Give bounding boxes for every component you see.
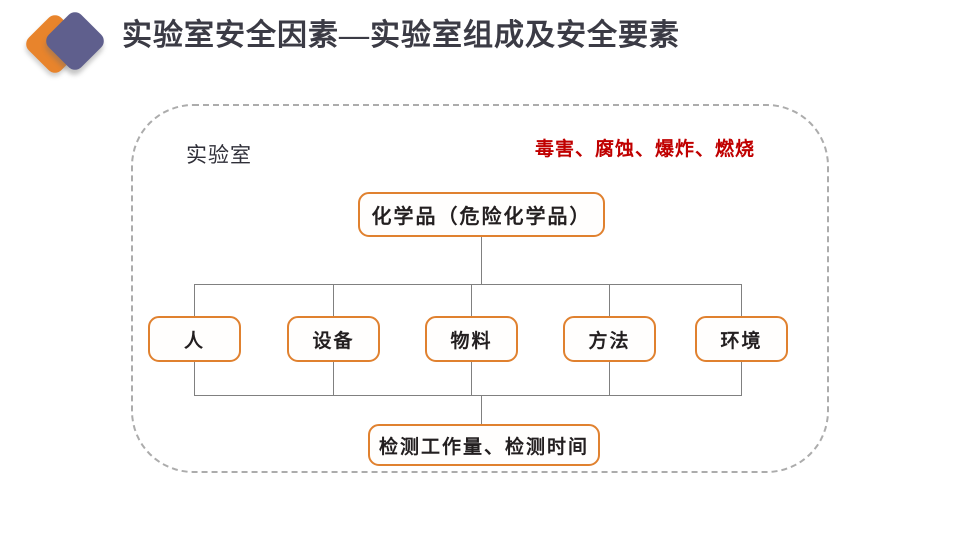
page-title: 实验室安全因素—实验室组成及安全要素	[122, 19, 680, 52]
node-factor-material[interactable]: 物料	[425, 316, 518, 362]
connector-rise-person	[194, 362, 195, 395]
connector-rise-equipment	[333, 362, 334, 395]
connector-drop-person	[194, 284, 195, 316]
laboratory-label: 实验室	[186, 143, 252, 167]
connector-bottom-trunk	[481, 395, 482, 424]
connector-rise-method	[609, 362, 610, 395]
node-factor-person[interactable]: 人	[148, 316, 241, 362]
connector-top-bus	[194, 284, 742, 285]
node-workload-time[interactable]: 检测工作量、检测时间	[368, 424, 600, 466]
node-chemicals[interactable]: 化学品（危险化学品）	[358, 192, 605, 237]
connector-bottom-bus	[194, 395, 742, 396]
connector-drop-equipment	[333, 284, 334, 316]
connector-rise-environment	[741, 362, 742, 395]
laboratory-boundary-container	[131, 104, 829, 473]
hazard-note-label: 毒害、腐蚀、爆炸、燃烧	[535, 139, 756, 160]
connector-drop-environment	[741, 284, 742, 316]
node-factor-environment[interactable]: 环境	[695, 316, 788, 362]
connector-rise-material	[471, 362, 472, 395]
node-factor-method[interactable]: 方法	[563, 316, 656, 362]
slide-header: 实验室安全因素—实验室组成及安全要素	[0, 0, 960, 86]
connector-drop-material	[471, 284, 472, 316]
brand-logo	[22, 8, 122, 78]
connector-drop-method	[609, 284, 610, 316]
node-factor-equipment[interactable]: 设备	[287, 316, 380, 362]
connector-top-trunk	[481, 237, 482, 284]
